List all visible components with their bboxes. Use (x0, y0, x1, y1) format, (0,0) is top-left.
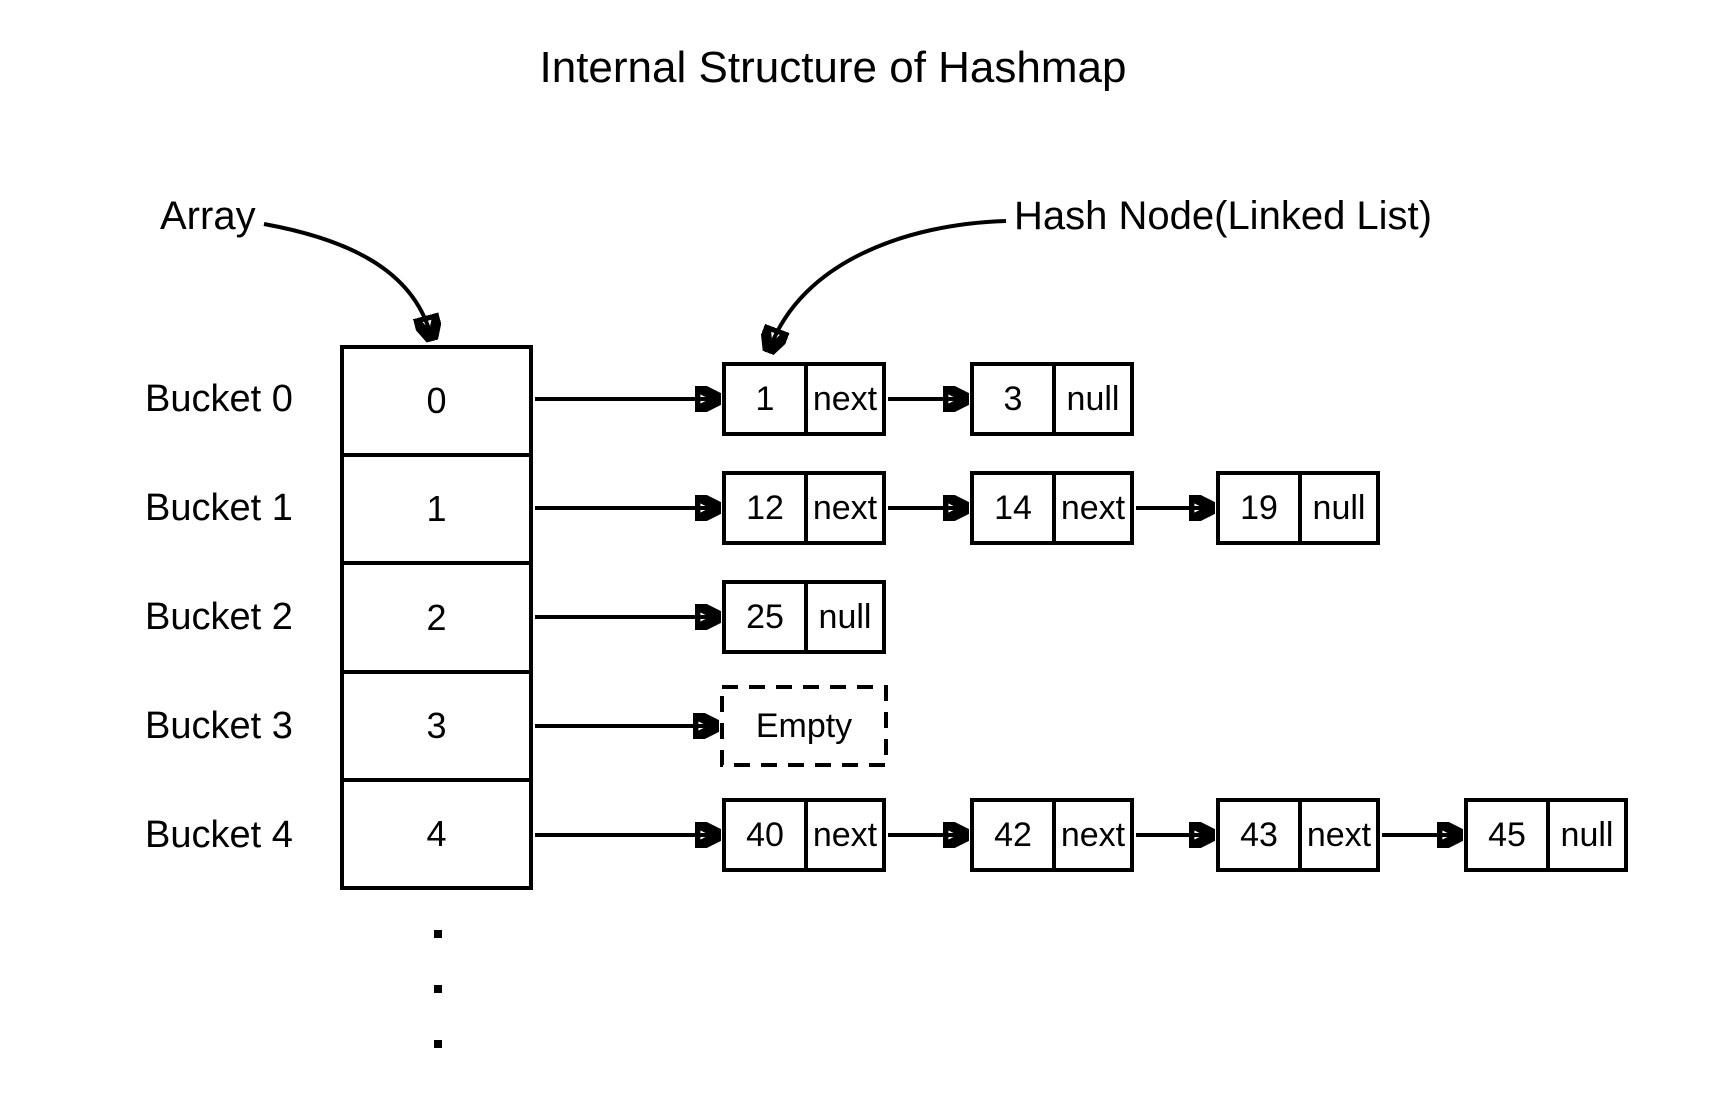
node-pointer: next (812, 379, 878, 418)
array-cell-4: 4 (426, 812, 447, 854)
node-value: 12 (726, 475, 808, 541)
node-value: 42 (974, 802, 1056, 868)
array-cell-1: 1 (344, 457, 529, 566)
hash-node: 12 next (722, 471, 886, 545)
node-pointer: next (1306, 815, 1372, 854)
bucket-0-label: Bucket 0 (145, 378, 293, 420)
bucket-2-label: Bucket 2 (145, 596, 293, 638)
node-pointer: null (1560, 815, 1614, 854)
node-pointer: null (1312, 488, 1366, 527)
node-pointer: next (1060, 488, 1126, 527)
node-value: 19 (1220, 475, 1302, 541)
page-title: Internal Structure of Hashmap (539, 43, 1127, 92)
hash-node: 40 next (722, 798, 886, 872)
node-value: 25 (726, 584, 808, 650)
node-pointer: next (1060, 815, 1126, 854)
hash-node: 14 next (970, 471, 1134, 545)
bucket-3-label: Bucket 3 (145, 705, 293, 747)
array-cell-3: 3 (344, 674, 529, 782)
hash-node-label-arrow (770, 219, 1007, 348)
bucket-4-label: Bucket 4 (145, 814, 293, 856)
hash-node: 43 next (1216, 798, 1380, 872)
hash-node: 45 null (1464, 798, 1628, 872)
continuation-dot (434, 1040, 442, 1048)
array-label-arrow (263, 222, 431, 336)
node-value: 43 (1220, 802, 1302, 868)
hash-node: 42 next (970, 798, 1134, 872)
node-value: 3 (974, 366, 1056, 432)
continuation-dot (434, 985, 442, 993)
node-value: 40 (726, 802, 808, 868)
hash-node-label: Hash Node(Linked List) (1014, 194, 1432, 238)
hash-node: 19 null (1216, 471, 1380, 545)
array-cell-0: 0 (344, 349, 529, 458)
continuation-dot (434, 930, 442, 938)
bucket-1-label: Bucket 1 (145, 487, 293, 529)
node-value: 1 (726, 366, 808, 432)
bucket-array: 0 1 2 3 4 (340, 345, 533, 890)
node-pointer: next (812, 488, 878, 527)
hash-node: 3 null (970, 362, 1134, 436)
hash-node: 1 next (722, 362, 886, 436)
hash-node: 25 null (722, 580, 886, 654)
array-cell-2: 2 (344, 565, 529, 674)
array-label: Array (160, 194, 256, 238)
node-pointer: null (1066, 379, 1120, 418)
node-value: 45 (1468, 802, 1550, 868)
node-pointer: next (812, 815, 878, 854)
node-value: 14 (974, 475, 1056, 541)
empty-bucket-box: Empty (755, 706, 853, 745)
node-pointer: null (818, 597, 872, 636)
